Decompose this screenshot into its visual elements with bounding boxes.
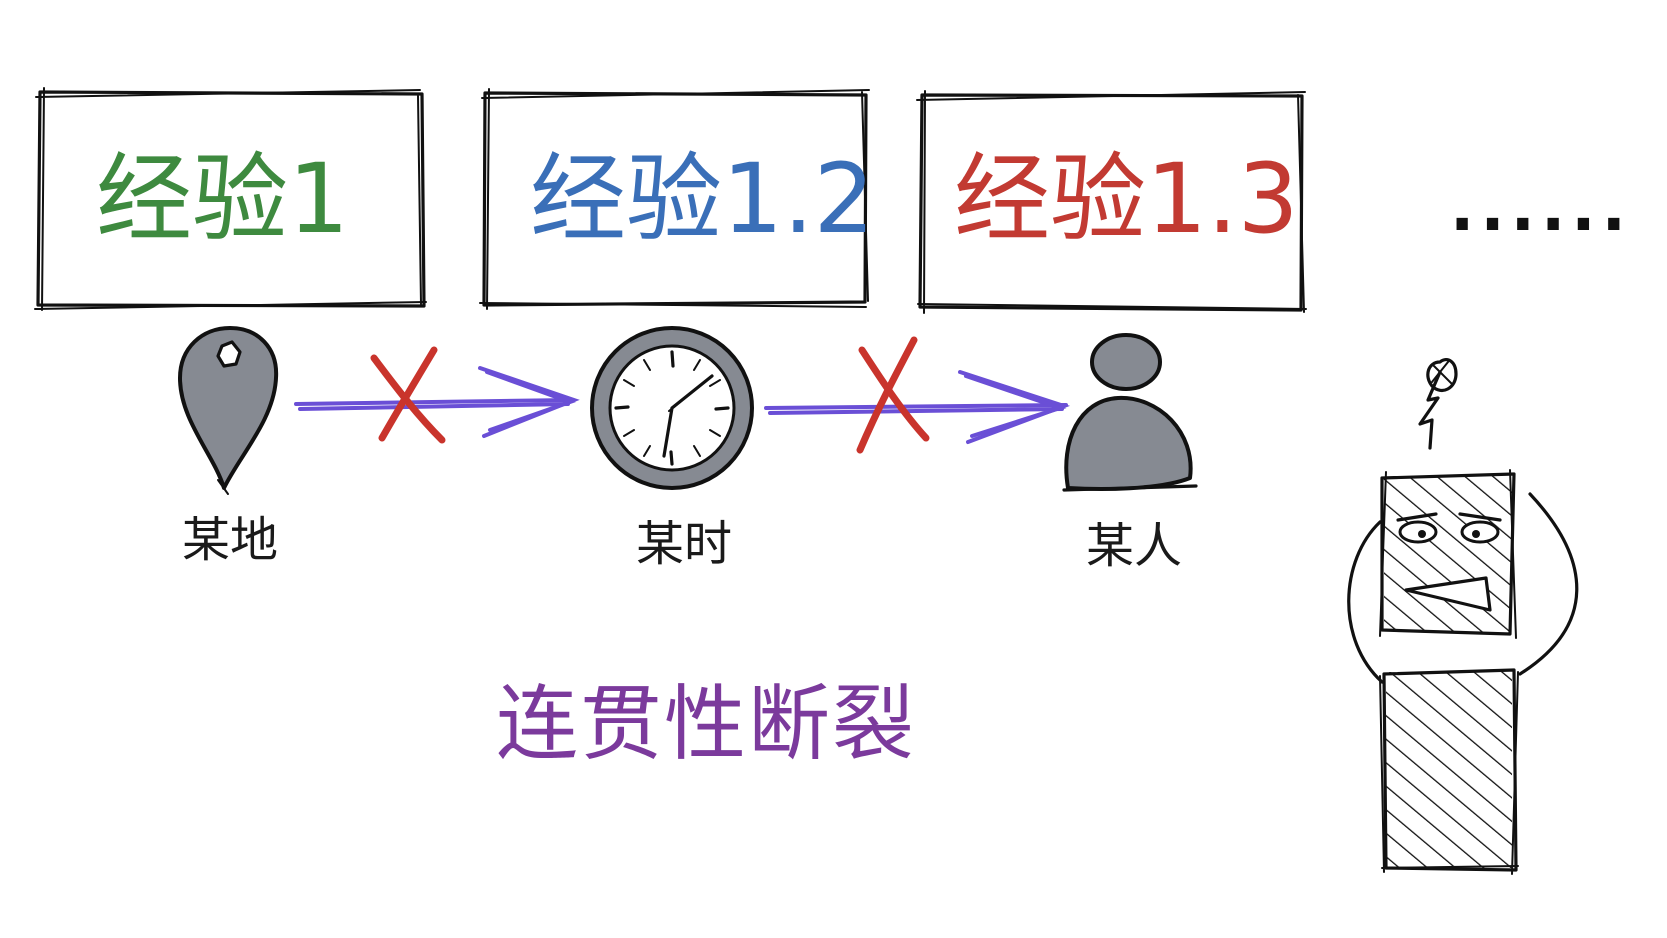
location-pin-icon — [178, 326, 279, 495]
cross-icon-2 — [856, 336, 930, 454]
experience-box-3: 经验1.3 — [916, 90, 1307, 314]
summary-text: 连贯性断裂 — [496, 677, 916, 772]
location-label: 某地 — [182, 512, 278, 568]
experience-box-2-label: 经验1.2 — [530, 143, 875, 255]
broken-arrow-2 — [764, 336, 1071, 454]
experience-box-2: 经验1.2 — [479, 88, 875, 310]
person-icon — [1062, 333, 1198, 492]
cross-icon-1 — [370, 346, 446, 444]
antenna — [1418, 358, 1458, 450]
robot-head — [1379, 469, 1517, 639]
ellipsis: ...... — [1450, 172, 1632, 246]
person-label: 某人 — [1086, 518, 1182, 574]
experience-box-1: 经验1 — [34, 87, 427, 311]
clock-icon — [590, 326, 754, 490]
robot-arms — [1347, 492, 1579, 684]
experience-box-1-label: 经验1 — [96, 143, 349, 255]
broken-arrow-1 — [294, 346, 580, 444]
experience-box-3-label: 经验1.3 — [954, 143, 1299, 255]
robot-body — [1379, 668, 1519, 875]
time-label: 某时 — [636, 516, 732, 572]
confused-robot-figure — [1347, 358, 1579, 875]
